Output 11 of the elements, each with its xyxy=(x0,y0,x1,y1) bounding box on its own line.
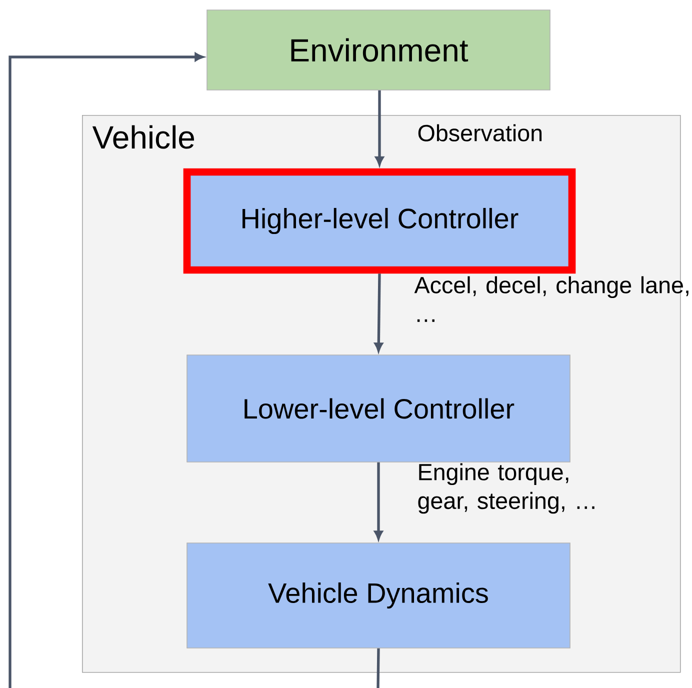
edge-label: Engine torque, gear, steering, … xyxy=(418,463,594,514)
edge-label: Observation xyxy=(418,124,542,142)
edge-label: Accel, decel, change lane, … xyxy=(414,276,688,322)
arrow xyxy=(374,462,383,540)
arrow xyxy=(8,52,204,688)
arrow xyxy=(375,90,384,166)
controller-box: Lower-level Controller xyxy=(186,354,570,462)
environment-box: Environment xyxy=(206,10,550,90)
controller-box: Higher-level Controller xyxy=(183,168,576,274)
arrow xyxy=(374,274,383,352)
dynamics-box: Vehicle Dynamics xyxy=(186,542,570,648)
